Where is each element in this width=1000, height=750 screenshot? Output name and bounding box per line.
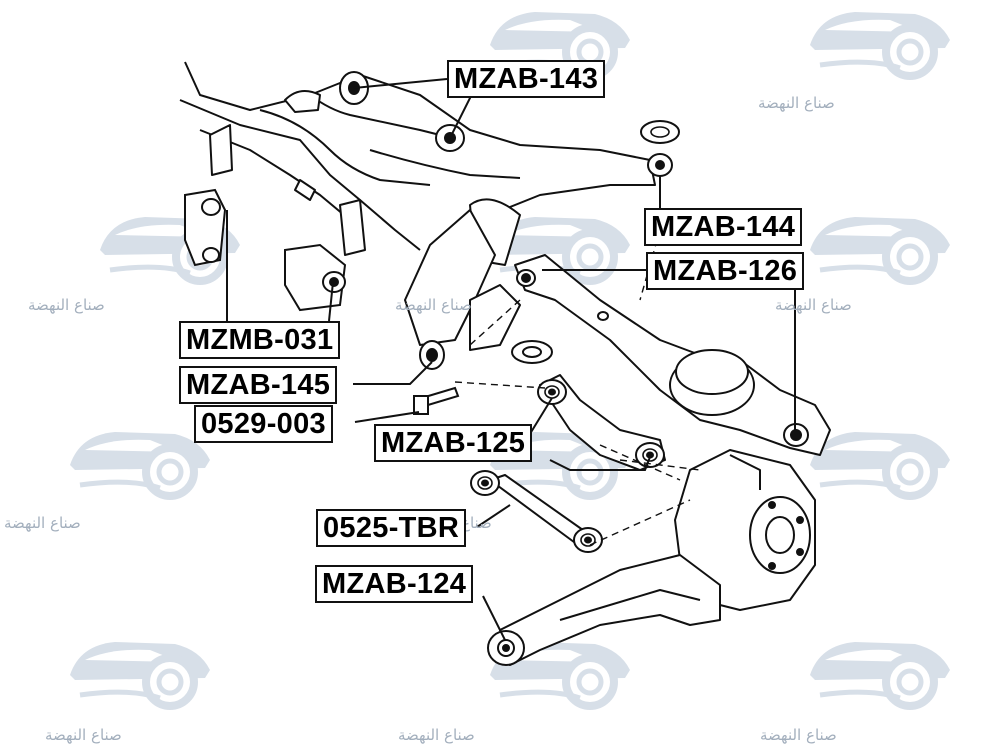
part-label-mzmb-031: MZMB-031 xyxy=(179,321,341,359)
toe-link xyxy=(470,470,603,553)
lower-control-arm xyxy=(487,554,721,666)
spring-seat xyxy=(511,340,553,364)
watermark-logo-icon xyxy=(810,642,950,706)
trailing-arm xyxy=(514,254,831,456)
watermark-text: صناع النهضة xyxy=(45,726,122,744)
bushing-bolt xyxy=(413,340,460,415)
watermark-text: صناع النهضة xyxy=(758,94,835,112)
part-label-mzab-143: MZAB-143 xyxy=(447,60,606,98)
left-mount-brackets xyxy=(184,188,347,312)
watermark-text: صناع النهضة xyxy=(28,296,105,314)
watermark-logo-icon xyxy=(810,217,950,281)
part-label-0525-tbr: 0525-TBR xyxy=(316,509,467,547)
watermark-text: صناع النهضة xyxy=(398,726,475,744)
wheel-knuckle xyxy=(674,449,816,611)
watermark-text: صناع النهضة xyxy=(760,726,837,744)
watermark-logo-icon xyxy=(70,432,210,496)
part-label-mzab-126: MZAB-126 xyxy=(646,252,805,290)
part-label-mzab-144: MZAB-144 xyxy=(644,208,803,246)
watermark-logo-icon xyxy=(810,12,950,76)
part-label-0529-003: 0529-003 xyxy=(194,405,333,443)
rear-subframe xyxy=(179,61,656,351)
upper-mount-bushings xyxy=(339,71,680,177)
part-label-mzab-145: MZAB-145 xyxy=(179,366,338,404)
watermark-text: صناع النهضة xyxy=(395,296,472,314)
part-label-mzab-125: MZAB-125 xyxy=(374,424,533,462)
watermark-logo-icon xyxy=(810,432,950,496)
watermark-layer xyxy=(70,12,950,706)
upper-control-arm xyxy=(537,374,666,471)
part-label-mzab-124: MZAB-124 xyxy=(315,565,474,603)
watermark-text: صناع النهضة xyxy=(775,296,852,314)
leader-lines xyxy=(226,78,796,641)
watermark-logo-icon xyxy=(70,642,210,706)
watermark-text: صناع النهضة xyxy=(4,514,81,532)
